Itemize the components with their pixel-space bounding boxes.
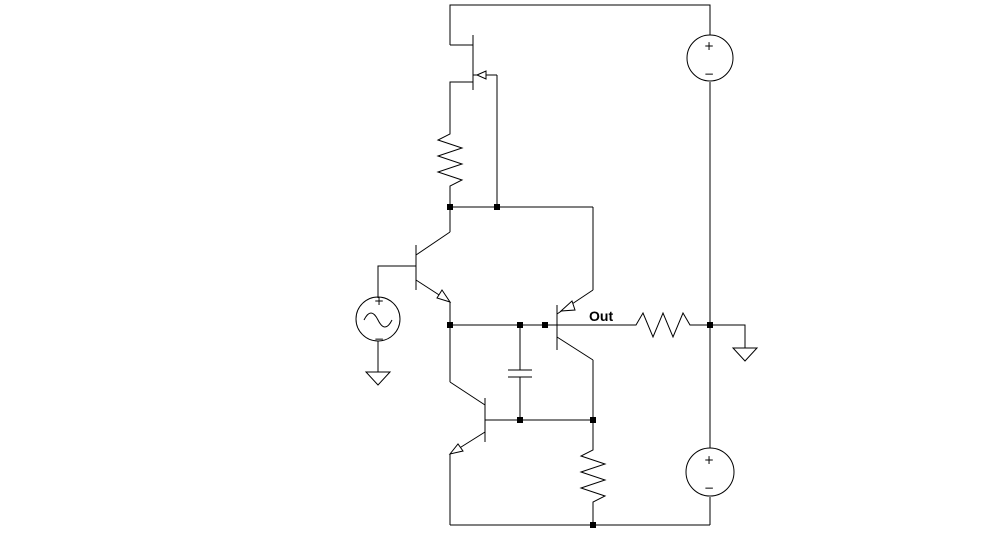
resistor-r1 <box>436 128 464 207</box>
npn-transistor-q1 <box>377 231 452 325</box>
junction-dot <box>447 204 453 210</box>
vplus-minus-sign: − <box>704 67 714 81</box>
junction-dot <box>590 417 596 423</box>
junction-dot <box>590 522 596 528</box>
resistor-r2 <box>579 420 607 525</box>
supply-vplus: + − <box>686 34 734 82</box>
vminus-minus-sign: − <box>704 481 714 495</box>
npn-transistor-q3 <box>448 381 593 525</box>
capacitor-c1 <box>508 369 532 420</box>
bias-node-wires <box>449 206 594 290</box>
middle-node-wires <box>449 324 545 382</box>
supply-vminus: + − <box>685 447 735 497</box>
junction-dot <box>494 204 500 210</box>
vplus-plus-sign: + <box>704 39 714 53</box>
out-net-label: Out <box>589 308 613 324</box>
source-plus-sign: + <box>374 294 384 308</box>
ac-signal-source: + − <box>355 294 401 386</box>
junction-dot <box>517 322 523 328</box>
junction-dot <box>542 322 548 328</box>
junction-dot <box>517 417 523 423</box>
vminus-plus-sign: + <box>704 453 714 467</box>
top-rail <box>449 4 711 45</box>
junction-dots <box>447 204 713 528</box>
jfet-transistor <box>449 35 498 207</box>
ground-output <box>710 324 759 362</box>
resistor-load <box>628 311 710 339</box>
junction-dot <box>447 322 453 328</box>
source-minus-sign: − <box>374 332 384 346</box>
pnp-transistor-q2 <box>545 289 628 420</box>
junction-dot <box>707 322 713 328</box>
